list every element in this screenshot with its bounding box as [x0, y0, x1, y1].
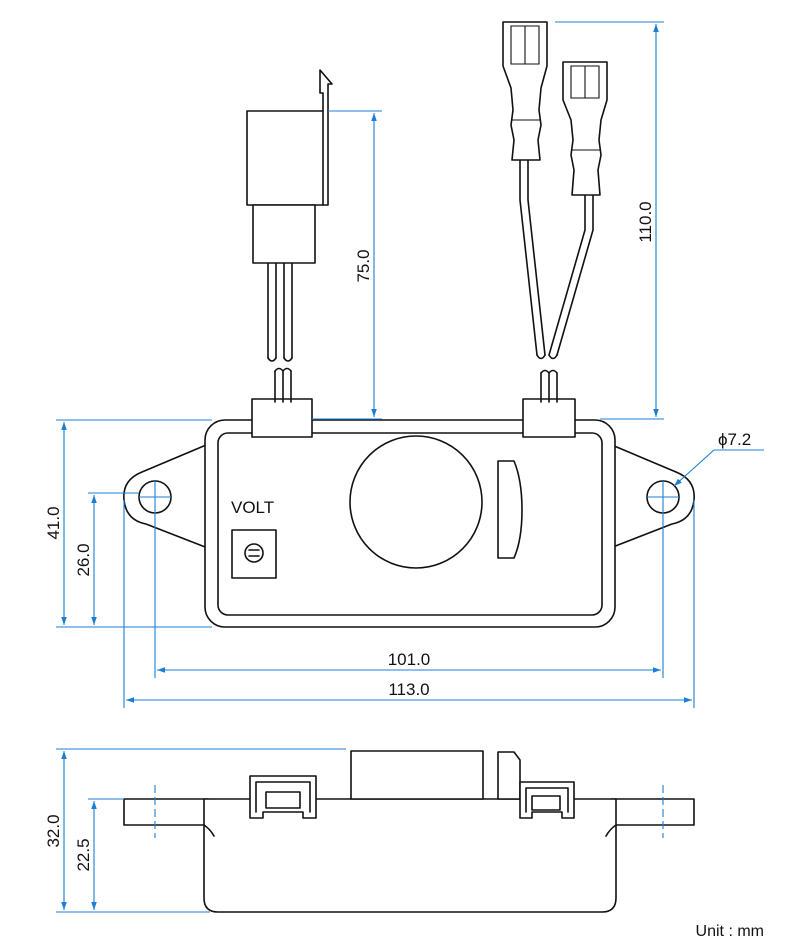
- dim-lead-right: 110.0: [636, 201, 655, 242]
- trimmer-screw: [244, 543, 264, 563]
- dim-height-total: 41.0: [44, 506, 63, 539]
- dim-hole-height: 26.0: [74, 543, 93, 576]
- body-inner: [217, 432, 603, 616]
- volt-label: VOLT: [231, 498, 274, 517]
- top-dimensions: 75.0 110.0 ϕ7.2 41.0 26.0 101.0 113.0: [44, 21, 764, 708]
- side-slot-component: [497, 751, 521, 800]
- body-outer: [204, 419, 616, 628]
- spade-terminal-2: [562, 61, 608, 196]
- dim-width-total: 113.0: [388, 680, 429, 699]
- dim-side-height-total: 32.0: [44, 814, 63, 847]
- dim-side-height-body: 22.5: [74, 838, 93, 871]
- dim-hole-spacing: 101.0: [388, 650, 431, 669]
- dim-lead-left: 75.0: [354, 249, 373, 282]
- left-grommet: [251, 398, 313, 438]
- spade-terminal-1: [502, 21, 548, 161]
- unit-label: Unit : mm: [696, 923, 764, 940]
- volt-trimmer: [231, 529, 277, 579]
- left-connector-latch: [319, 69, 333, 206]
- side-body: [203, 798, 617, 913]
- side-view: [123, 750, 695, 913]
- side-right-flange: [611, 798, 695, 826]
- dim-hole-diameter: ϕ7.2: [718, 430, 751, 449]
- slot-component: [497, 460, 523, 559]
- side-left-flange: [123, 798, 209, 826]
- left-connector-body: [246, 110, 324, 206]
- side-dimensions: 32.0 22.5: [44, 748, 346, 913]
- top-view: [123, 21, 695, 628]
- side-capacitor: [350, 750, 484, 800]
- capacitor-top: [349, 435, 483, 569]
- left-connector-neck: [252, 204, 316, 264]
- right-grommet: [522, 398, 576, 438]
